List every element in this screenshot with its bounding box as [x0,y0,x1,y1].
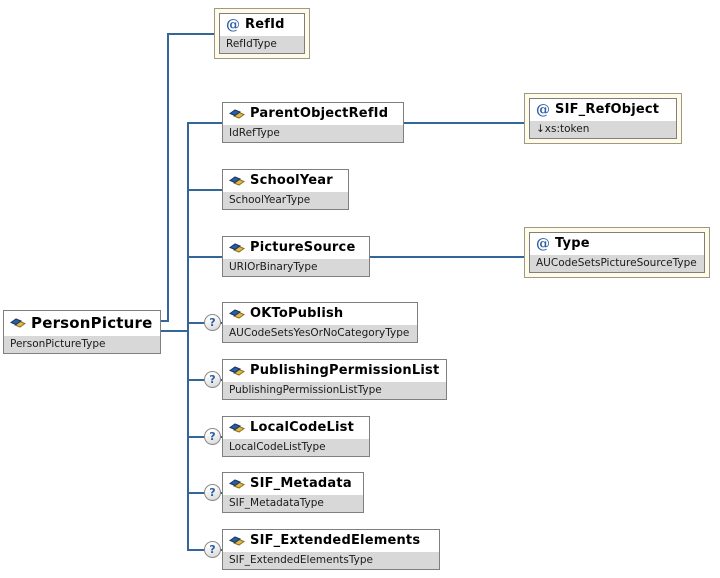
node-type: URIOrBinaryType [223,258,369,276]
optional-indicator-icon: ? [204,541,221,558]
connector-parentobjectrefid-to-sif-refobject [380,122,528,124]
node-schoolyear[interactable]: SchoolYear SchoolYearType [222,169,349,210]
node-localcodelist[interactable]: LocalCodeList LocalCodeListType [222,416,370,457]
node-name-row: @ Type [530,233,704,254]
node-type: ↓xs:token [530,120,676,138]
node-type: SIF_MetadataType [223,494,363,512]
element-icon [228,365,246,377]
node-name: LocalCodeList [250,420,355,435]
node-personpicture[interactable]: PersonPicture PersonPictureType [3,310,161,354]
optional-indicator-icon: ? [204,371,221,388]
optional-indicator-icon: ? [204,428,221,445]
node-type: IdRefType [223,124,403,142]
node-name-row: @ RefId [220,14,304,35]
node-type: PublishingPermissionListType [223,381,447,399]
connector-to-schoolyear [187,189,247,191]
node-name-row: SIF_ExtendedElements [223,530,439,551]
node-picturesource[interactable]: PictureSource URIOrBinaryType [222,236,370,277]
node-name-row: @ SIF_RefObject [530,99,676,120]
attribute-icon: @ [226,16,240,33]
node-type: LocalCodeListType [223,438,369,456]
node-name: SIF_ExtendedElements [250,533,421,548]
connector-to-parentobjectrefid [187,122,247,124]
node-name-row: PublishingPermissionList [223,360,447,381]
connector-to-refid [167,33,227,35]
node-sif-metadata[interactable]: SIF_Metadata SIF_MetadataType [222,472,364,513]
node-name: PublishingPermissionList [250,363,440,378]
element-icon [228,535,246,547]
element-icon [228,108,246,120]
node-publishingpermissionlist[interactable]: PublishingPermissionList PublishingPermi… [222,359,448,400]
node-name: SIF_Metadata [250,476,352,491]
node-type: PersonPictureType [4,335,160,353]
node-name: Type [555,236,590,251]
node-type: SIF_ExtendedElementsType [223,551,439,569]
attr-node-refid[interactable]: @ RefId RefIdType [214,8,310,59]
connector-root-to-element-trunk [149,330,189,332]
node-type: RefIdType [220,35,304,53]
connector-to-picturesource [187,256,247,258]
node-name-row: ParentObjectRefId [223,103,403,124]
node-type: AUCodeSetsYesOrNoCategoryType [223,324,417,342]
node-type: AUCodeSetsPictureSourceType [530,254,704,272]
optional-indicator-icon: ? [204,484,221,501]
node-name-row: OKToPublish [223,303,417,324]
connector-element-trunk [187,122,189,551]
node-parentobjectrefid[interactable]: ParentObjectRefId IdRefType [222,102,404,143]
node-name: PersonPicture [31,314,153,332]
node-name: RefId [245,17,285,32]
node-name-row: PersonPicture [4,311,160,335]
node-oktopublish[interactable]: OKToPublish AUCodeSetsYesOrNoCategoryTyp… [222,302,418,343]
element-icon [228,175,246,187]
node-name: PictureSource [250,240,356,255]
attribute-icon: @ [536,101,550,118]
node-name-row: SIF_Metadata [223,473,363,494]
connector-picturesource-to-type [350,256,528,258]
node-name: SchoolYear [250,173,333,188]
element-icon [228,422,246,434]
node-sif-extendedelements[interactable]: SIF_ExtendedElements SIF_ExtendedElement… [222,529,440,570]
node-name-row: SchoolYear [223,170,348,191]
attr-node-type[interactable]: @ Type AUCodeSetsPictureSourceType [524,227,710,278]
optional-indicator-icon: ? [204,314,221,331]
element-icon [228,242,246,254]
node-type: SchoolYearType [223,191,348,209]
element-icon [9,317,27,329]
attribute-icon: @ [536,235,550,252]
node-name: SIF_RefObject [555,102,660,117]
node-name-row: PictureSource [223,237,369,258]
element-icon [228,308,246,320]
node-name: ParentObjectRefId [250,106,389,121]
element-icon [228,478,246,490]
node-name-row: LocalCodeList [223,417,369,438]
node-name: OKToPublish [250,306,344,321]
connector-attribute-trunk [167,33,169,322]
attr-node-sif-refobject[interactable]: @ SIF_RefObject ↓xs:token [524,93,682,144]
